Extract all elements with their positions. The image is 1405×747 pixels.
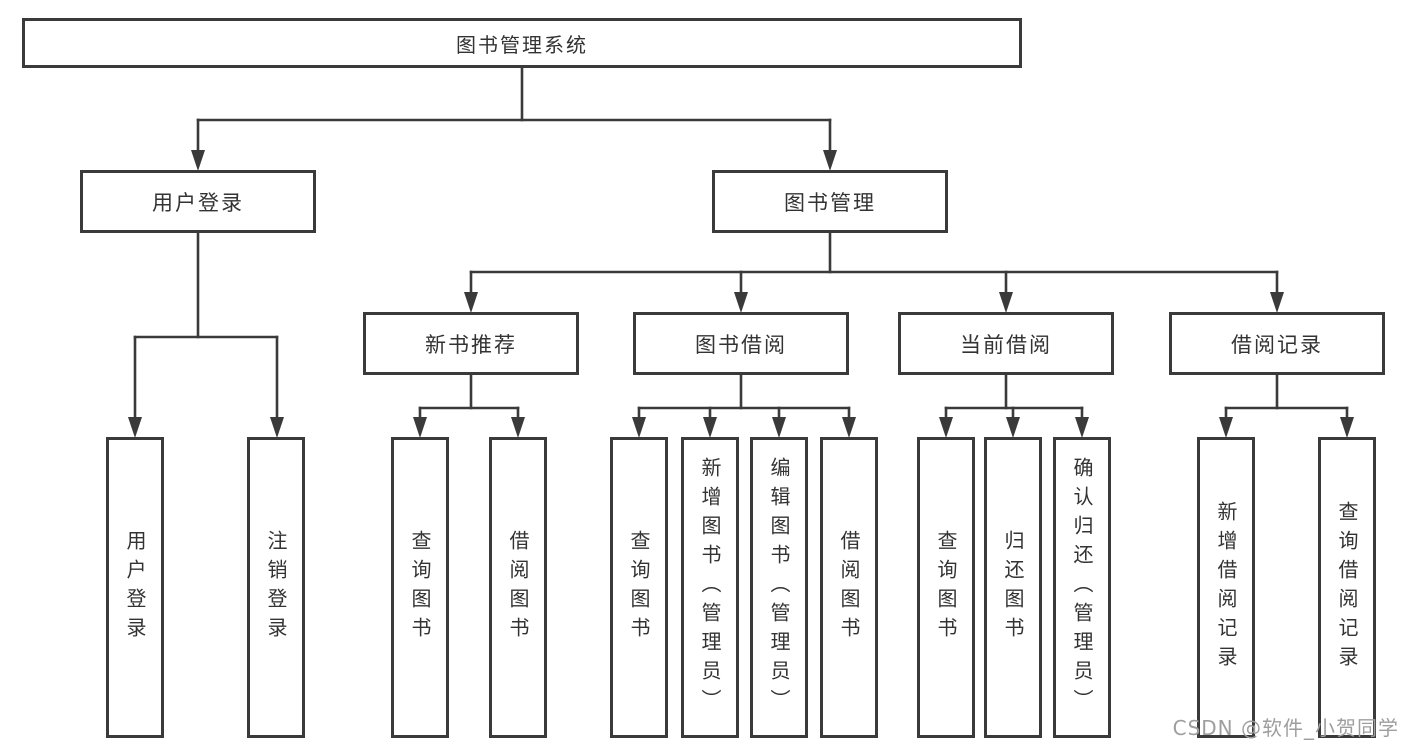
node-user-login-leaf-label: 用户登录	[123, 529, 147, 646]
node-book-management-label: 图书管理	[784, 190, 876, 215]
node-recommend-query-books-label: 查询图书	[408, 529, 432, 646]
node-borrowing-records-label: 借阅记录	[1231, 332, 1323, 357]
node-records-query-record-label: 查询借阅记录	[1335, 500, 1359, 675]
node-borrowing-edit-books-admin: 编辑图书（管理员）	[750, 437, 808, 738]
node-current-confirm-return-admin-label: 确认归还（管理员）	[1070, 457, 1094, 718]
node-borrowing-records: 借阅记录	[1169, 312, 1385, 375]
watermark: CSDN @软件_小贺同学	[1172, 716, 1399, 740]
connector-paths	[133, 66, 1349, 419]
node-current-return-books-label: 归还图书	[1001, 529, 1025, 646]
node-recommend-borrow-books: 借阅图书	[489, 437, 547, 738]
node-borrowing-borrow-books-label: 借阅图书	[837, 529, 861, 646]
node-new-book-recommend: 新书推荐	[363, 312, 579, 375]
node-new-book-recommend-label: 新书推荐	[425, 332, 517, 357]
node-logout: 注销登录	[247, 437, 305, 738]
arrowheads	[128, 150, 1354, 438]
node-borrowing-edit-books-admin-label: 编辑图书（管理员）	[767, 457, 791, 718]
node-book-borrowing-label: 图书借阅	[695, 332, 787, 357]
node-recommend-borrow-books-label: 借阅图书	[506, 529, 530, 646]
node-user-login: 用户登录	[80, 170, 316, 233]
node-book-borrowing: 图书借阅	[633, 312, 849, 375]
node-borrowing-query-books-label: 查询图书	[627, 529, 651, 646]
node-current-confirm-return-admin: 确认归还（管理员）	[1053, 437, 1111, 738]
node-borrowing-query-books: 查询图书	[610, 437, 668, 738]
node-borrowing-add-books-admin-label: 新增图书（管理员）	[698, 457, 722, 718]
node-records-add-record-label: 新增借阅记录	[1214, 500, 1238, 675]
node-current-query-books-label: 查询图书	[934, 529, 958, 646]
node-records-query-record: 查询借阅记录	[1318, 437, 1376, 738]
node-book-management: 图书管理	[712, 170, 948, 233]
node-current-borrowing-label: 当前借阅	[960, 332, 1052, 357]
node-logout-label: 注销登录	[264, 529, 288, 646]
node-current-return-books: 归还图书	[984, 437, 1042, 738]
node-borrowing-borrow-books: 借阅图书	[820, 437, 878, 738]
node-current-borrowing: 当前借阅	[898, 312, 1114, 375]
node-borrowing-add-books-admin: 新增图书（管理员）	[681, 437, 739, 738]
node-user-login-label: 用户登录	[152, 190, 244, 215]
node-user-login-leaf: 用户登录	[106, 437, 164, 738]
node-root: 图书管理系统	[22, 18, 1022, 68]
node-records-add-record: 新增借阅记录	[1197, 437, 1255, 738]
node-root-label: 图书管理系统	[456, 32, 588, 57]
node-recommend-query-books: 查询图书	[391, 437, 449, 738]
node-current-query-books: 查询图书	[917, 437, 975, 738]
